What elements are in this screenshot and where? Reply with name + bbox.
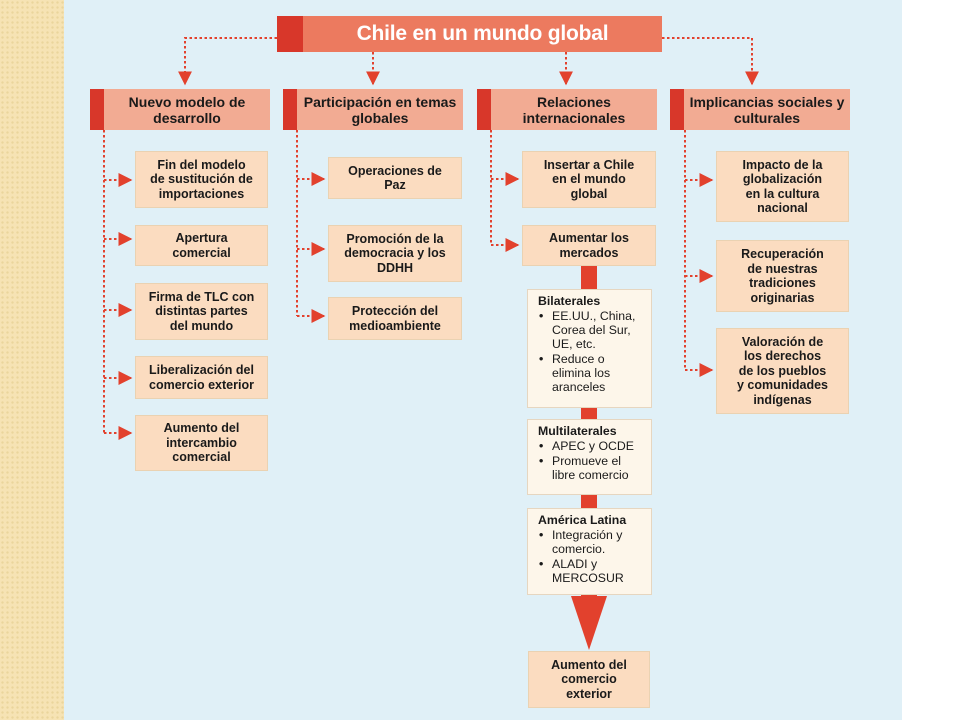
col3-item-1: Insertar a Chile en el mundo global: [522, 151, 656, 208]
agreement-panel-latin-america: América Latina Integración y comercio. A…: [527, 508, 652, 595]
heading-accent: [283, 89, 297, 130]
col4-item-2: Recuperación de nuestras tradiciones ori…: [716, 240, 849, 312]
heading-col4-text: Implicancias sociales y culturales: [689, 93, 845, 126]
panel-bullet: Reduce o elimina los aranceles: [538, 352, 645, 394]
panel-bullet: EE.UU., China, Corea del Sur, UE, etc.: [538, 309, 645, 351]
col3-result: Aumento del comercio exterior: [528, 651, 650, 708]
agreement-panel-multilateral: Multilaterales APEC y OCDE Promueve el l…: [527, 419, 652, 495]
col3-item-2: Aumentar los mercados: [522, 225, 656, 266]
title-text: Chile en un mundo global: [356, 22, 609, 45]
panel-bullet: ALADI y MERCOSUR: [538, 557, 645, 585]
heading-accent: [90, 89, 104, 130]
col2-item-1: Operaciones de Paz: [328, 157, 462, 199]
heading-col2: Participación en temas globales: [283, 89, 463, 130]
panel-heading: Bilaterales: [538, 294, 601, 308]
heading-accent: [670, 89, 684, 130]
title-accent: [277, 16, 303, 52]
heading-col2-text: Participación en temas globales: [303, 93, 457, 126]
panel-heading: América Latina: [538, 513, 627, 527]
col4-item-3: Valoración de los derechos de los pueblo…: [716, 328, 849, 414]
panel-heading: Multilaterales: [538, 424, 617, 438]
heading-col3: Relaciones internacionales: [477, 89, 657, 130]
col2-item-2: Promoción de la democracia y los DDHH: [328, 225, 462, 282]
agreement-panel-bilateral: Bilaterales EE.UU., China, Corea del Sur…: [527, 289, 652, 408]
col4-item-1: Impacto de la globalización en la cultur…: [716, 151, 849, 222]
heading-col1: Nuevo modelo de desarrollo: [90, 89, 270, 130]
col1-item-4: Liberalización del comercio exterior: [135, 356, 268, 399]
heading-col1-text: Nuevo modelo de desarrollo: [128, 93, 246, 126]
panel-bullet: APEC y OCDE: [538, 439, 645, 453]
heading-col3-text: Relaciones internacionales: [522, 93, 626, 126]
panel-bullet: Promueve el libre comercio: [538, 454, 645, 482]
col1-item-2: Apertura comercial: [135, 225, 268, 266]
col1-item-1: Fin del modelo de sustitución de importa…: [135, 151, 268, 208]
panel-bullet: Integración y comercio.: [538, 528, 645, 556]
diagram-title: Chile en un mundo global: [277, 16, 662, 52]
decorative-dotted-strip: [0, 0, 64, 720]
heading-accent: [477, 89, 491, 130]
col1-item-5: Aumento del intercambio comercial: [135, 415, 268, 471]
col1-item-3: Firma de TLC con distintas partes del mu…: [135, 283, 268, 340]
page-margin: [902, 0, 960, 720]
col2-item-3: Protección del medioambiente: [328, 297, 462, 340]
heading-col4: Implicancias sociales y culturales: [670, 89, 850, 130]
